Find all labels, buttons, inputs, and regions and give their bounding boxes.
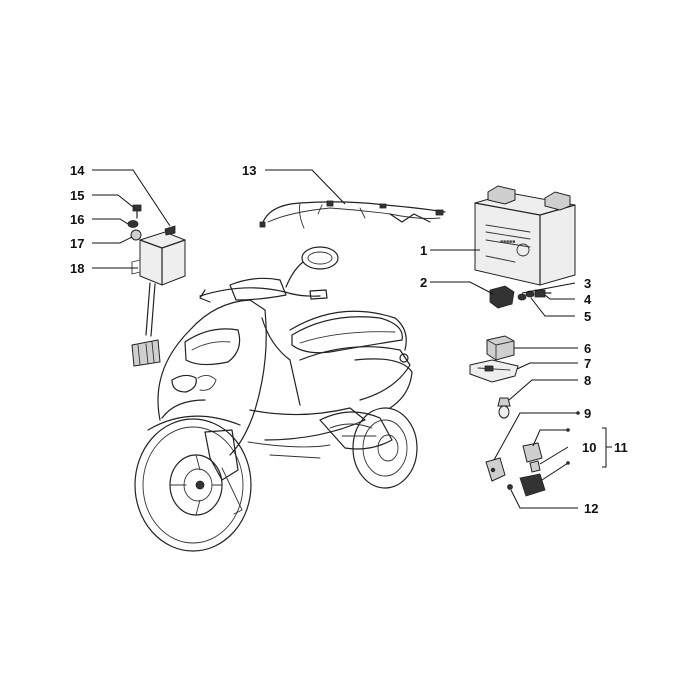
label-16: 16 — [70, 212, 84, 227]
label-18: 18 — [70, 261, 84, 276]
screw — [534, 289, 552, 298]
label-1: 1 — [420, 243, 427, 258]
control-unit — [131, 231, 186, 367]
label-8: 8 — [584, 373, 591, 388]
label-12: 12 — [584, 501, 598, 516]
bulb — [497, 397, 511, 419]
small-screw — [507, 484, 513, 490]
cap-middle — [529, 460, 541, 473]
voltage-regulator — [489, 285, 515, 309]
leader-lines — [92, 169, 612, 509]
control-unit-washer — [127, 220, 139, 228]
label-11: 11 — [614, 440, 628, 455]
label-17: 17 — [70, 236, 84, 251]
switch-base — [485, 457, 506, 482]
label-10: 10 — [582, 440, 596, 455]
control-unit-screw — [132, 204, 142, 219]
label-14: 14 — [70, 163, 85, 178]
scooter-illustration — [134, 246, 418, 552]
rear-wheel — [352, 407, 418, 489]
washer — [517, 293, 527, 301]
relay-holder — [469, 359, 519, 383]
cap-lower — [519, 473, 546, 497]
front-wheel — [134, 418, 252, 552]
cap-upper — [522, 442, 543, 463]
label-3: 3 — [584, 276, 591, 291]
battery: ■■■■■ — [474, 185, 576, 286]
part-labels: 13 14 15 16 17 18 1 2 3 4 5 6 7 8 9 10 1… — [70, 163, 628, 516]
relay — [486, 335, 515, 361]
label-15: 15 — [70, 188, 84, 203]
label-7: 7 — [584, 356, 591, 371]
label-6: 6 — [584, 341, 591, 356]
label-13: 13 — [242, 163, 256, 178]
label-2: 2 — [420, 275, 427, 290]
control-unit-clip — [164, 225, 176, 236]
svg-text:■■■■■: ■■■■■ — [500, 239, 515, 245]
label-5: 5 — [584, 309, 591, 324]
control-unit-grommet — [130, 229, 142, 241]
label-9: 9 — [584, 406, 591, 421]
wiring-harness — [259, 200, 446, 229]
label-4: 4 — [584, 292, 592, 307]
